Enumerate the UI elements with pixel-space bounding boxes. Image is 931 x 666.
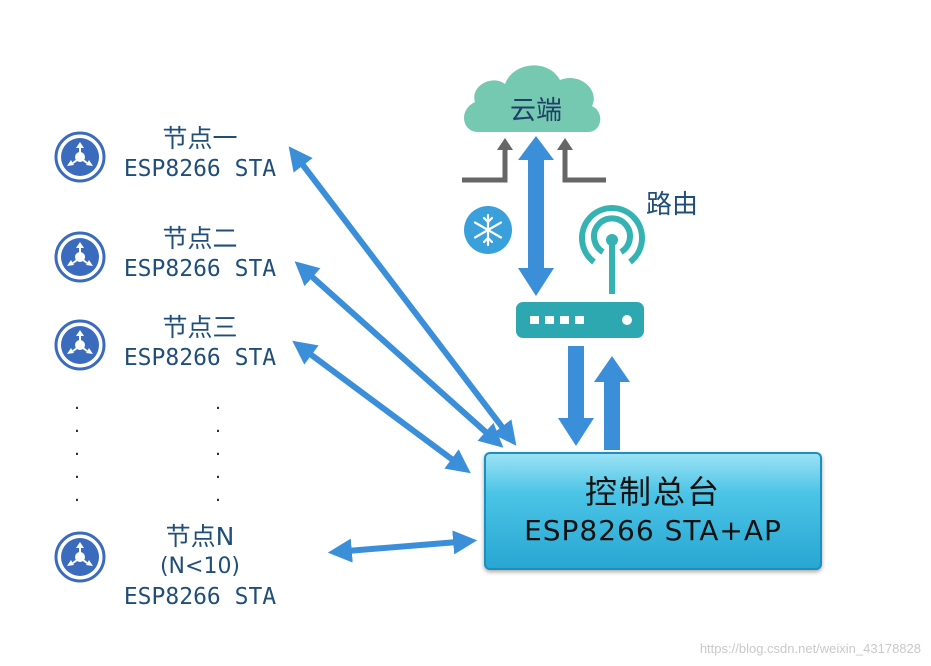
node-n-label: 节点N (N<10) ESP8266 STA [110,522,290,612]
node-1-name: 节点一 [162,124,238,153]
router-down-arrowhead [558,418,594,446]
cloud-label: 云端 [510,96,563,126]
node-3-label: 节点三 ESP8266 STA [110,313,290,373]
link-arrow-node1 [288,146,517,446]
node-n-sub: (N<10) [159,554,241,579]
cloud-router-arrowhead-down [518,268,554,296]
link-arrow-node3 [292,340,471,474]
wifi-antenna-icon [579,205,645,294]
cloud-router-arrow-shaft [528,158,544,270]
network-node-icon [54,131,106,183]
control-model: ESP8266 STA+AP [524,514,782,547]
control-console-box: 控制总台 ESP8266 STA+AP [484,452,822,570]
grey-up-arrow-right [562,147,606,183]
grey-arrowhead-right [557,138,573,150]
network-node-icon [54,319,106,371]
node-2-label: 节点二 ESP8266 STA [110,224,290,284]
network-node-icon [54,231,106,283]
ellipsis-dots-left: ..... [74,393,80,506]
cloud-icon [463,65,601,132]
router-up-arrow-shaft [604,380,620,450]
link-arrow-nodeN [327,530,478,563]
router-icon [516,302,644,338]
node-2-name: 节点二 [162,224,238,253]
router-label: 路由 [646,190,699,220]
router-up-arrowhead [594,356,630,382]
watermark: https://blog.csdn.net/weixin_43178828 [699,641,921,656]
snowflake-icon [464,206,512,254]
node-3-name: 节点三 [162,313,238,342]
grey-arrowhead-left [497,138,513,150]
node-1-model: ESP8266 STA [123,156,277,182]
router-down-arrow-shaft [568,346,584,420]
control-title: 控制总台 [584,473,721,511]
node-3-model: ESP8266 STA [123,345,277,371]
ellipsis-dots-right: ..... [215,393,221,506]
network-node-icon [54,531,106,583]
node-n-name: 节点N [165,522,235,551]
node-n-model: ESP8266 STA [123,584,277,610]
node-1-label: 节点一 ESP8266 STA [110,124,290,184]
node-2-model: ESP8266 STA [123,256,277,282]
grey-up-arrow-left [462,147,508,183]
cloud-router-arrowhead-up [518,136,554,160]
